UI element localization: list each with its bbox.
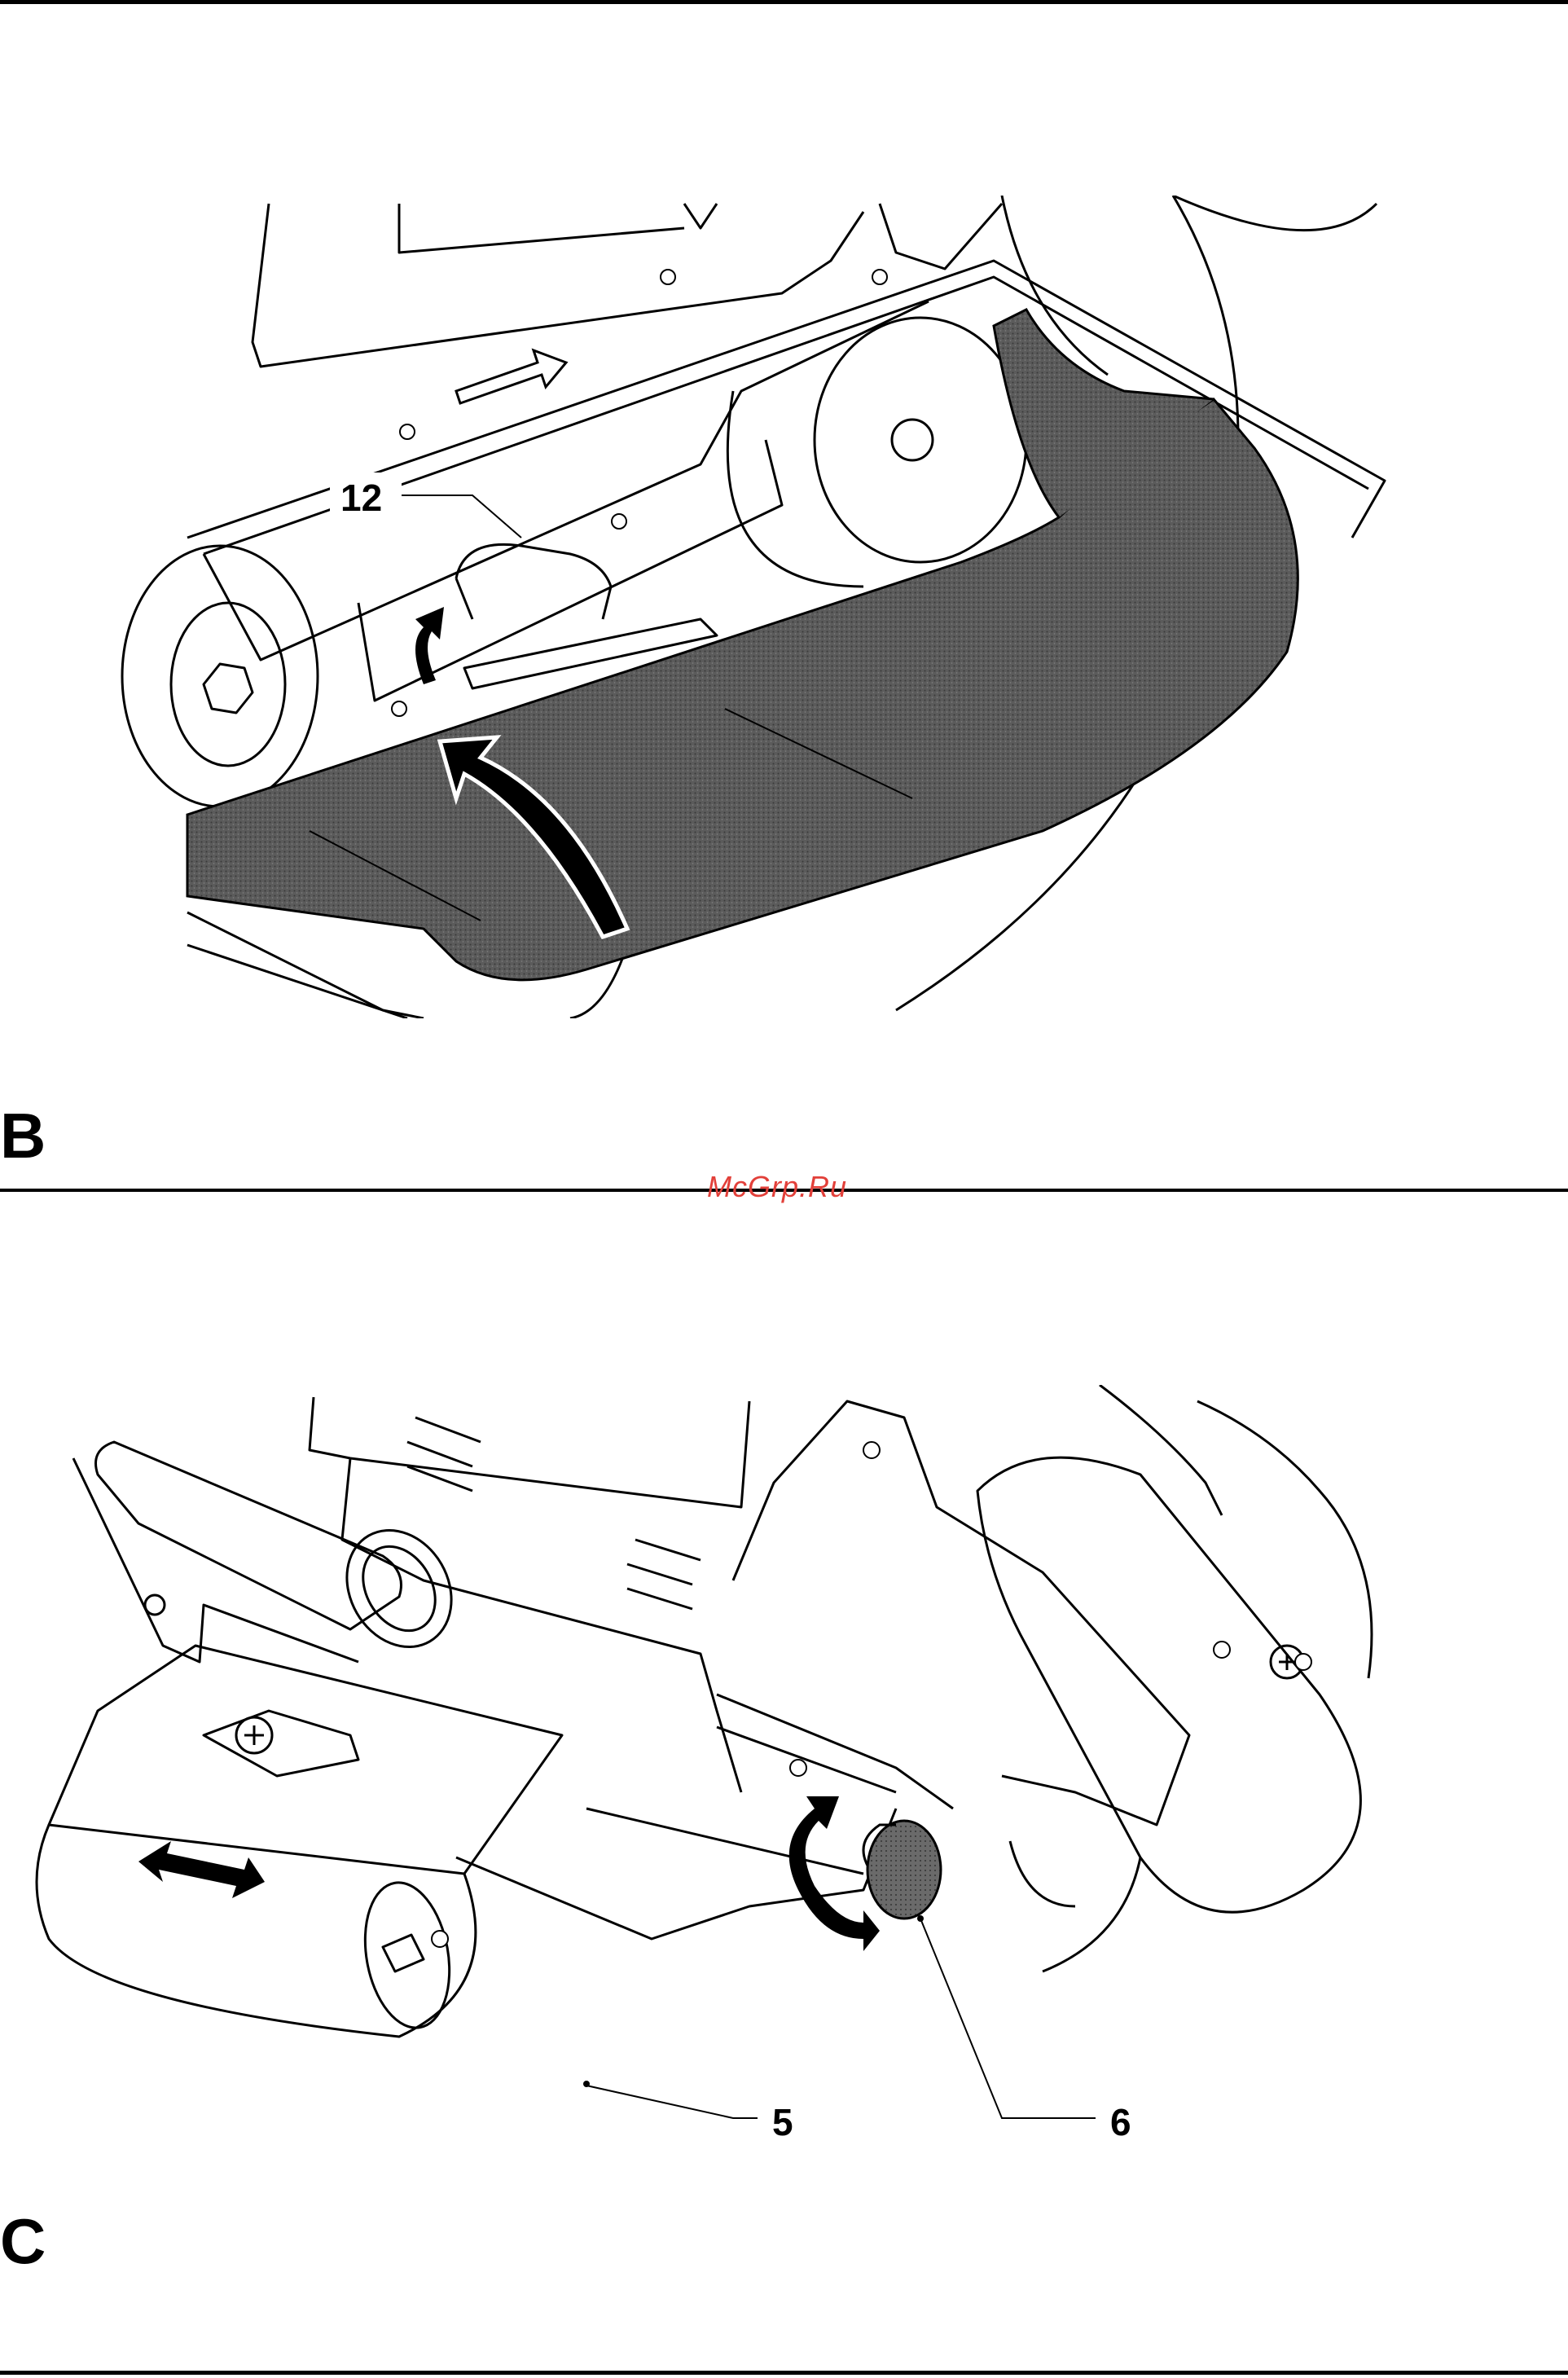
direction-arrow-icon <box>456 350 566 403</box>
bottom-rule <box>0 2371 1568 2375</box>
figure-c-letter: C <box>0 2209 46 2273</box>
watermark: McGrp.Ru <box>707 1170 847 1204</box>
callout-12: 12 <box>340 479 382 516</box>
figure-b <box>0 196 1568 1018</box>
figure-b-letter: B <box>0 1104 46 1167</box>
rotation-arrow-icon <box>789 1796 880 1951</box>
lever-arrow-icon <box>415 607 444 684</box>
figure-c <box>0 1385 1568 2200</box>
adjust-arrow-icon <box>138 1841 265 1898</box>
callout-6: 6 <box>1110 2103 1131 2141</box>
top-rule <box>0 0 1568 4</box>
figure-c-illustration <box>0 1385 1568 2200</box>
figure-b-illustration <box>0 196 1568 1018</box>
tracking-knob <box>867 1821 941 1919</box>
callout-5: 5 <box>772 2103 793 2141</box>
